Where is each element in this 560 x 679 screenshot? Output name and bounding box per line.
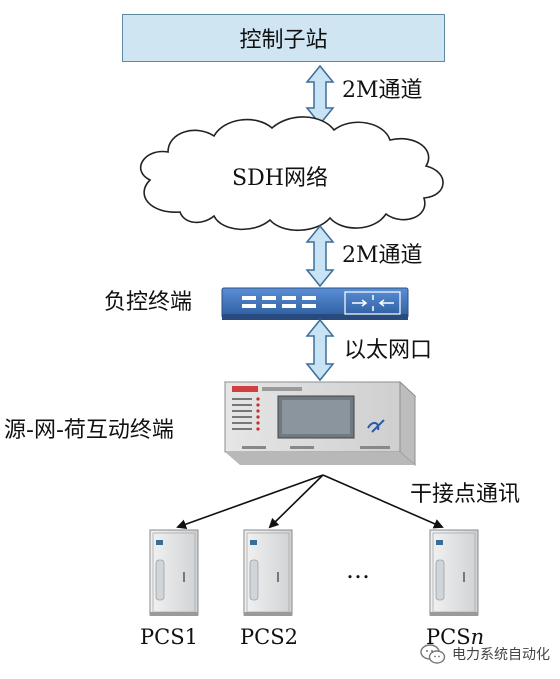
control-station-box: 控制子站	[122, 14, 445, 62]
ellipsis-label: …	[346, 556, 370, 584]
load-terminal-device-icon	[221, 287, 409, 320]
watermark-text: 电力系统自动化	[452, 647, 550, 663]
load-terminal-label: 负控终端	[104, 290, 193, 315]
double-arrow-bottom	[305, 318, 335, 382]
fanout-lines	[176, 474, 444, 530]
channel-label-bottom: 2M通道	[342, 243, 423, 268]
pcs-cabinet-2-icon	[243, 529, 293, 616]
channel-label-top: 2M通道	[342, 78, 423, 103]
pcs-1-label: PCS1	[140, 625, 198, 649]
interactive-terminal-label: 源-网-荷互动终端	[4, 418, 174, 443]
watermark: 电力系统自动化	[420, 643, 550, 665]
interactive-terminal-device-icon	[223, 380, 417, 467]
ethernet-port-label: 以太网口	[344, 338, 433, 363]
pcs-2-label: PCS2	[240, 625, 298, 649]
wechat-icon	[420, 644, 446, 664]
control-station-label: 控制子站	[239, 28, 328, 53]
double-arrow-top	[305, 64, 335, 126]
dry-contact-label: 干接点通讯	[410, 482, 521, 507]
pcs-n-label: PCSn	[426, 625, 485, 649]
sdh-network-label: SDH网络	[232, 166, 328, 191]
sdh-cloud-icon	[139, 116, 444, 231]
pcs-cabinet-n-icon	[429, 529, 479, 616]
double-arrow-middle	[305, 224, 335, 288]
pcs-cabinet-1-icon	[149, 529, 199, 616]
